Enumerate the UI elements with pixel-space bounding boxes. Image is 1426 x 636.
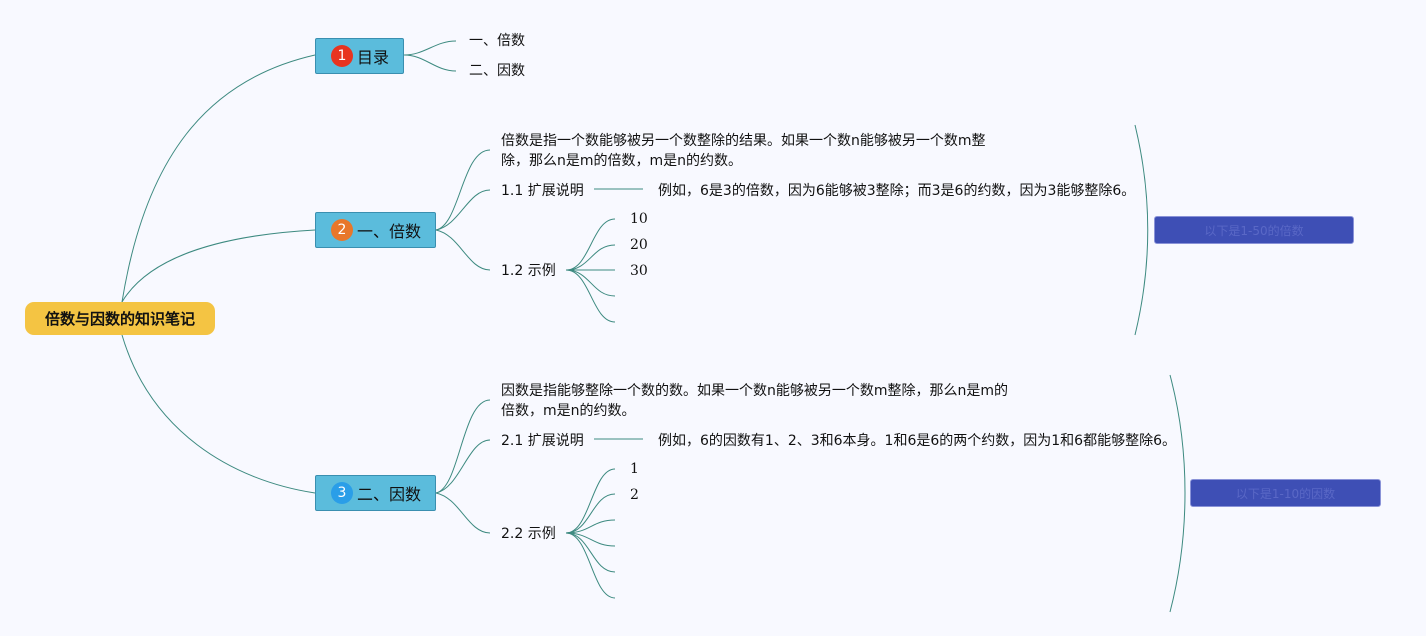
connector-factor-example-3: [565, 519, 616, 534]
multiples-extension-text[interactable]: 例如，6是3的倍数，因为6能够被3整除；而3是6的约数，因为3能够整除6。: [658, 183, 1136, 199]
connector-multiple-example-2: [565, 244, 616, 271]
connector-toc-2: [403, 54, 457, 72]
factors-extension-label[interactable]: 2.1 扩展说明: [501, 433, 584, 449]
multiples-example-item[interactable]: 10: [630, 211, 648, 227]
connector-root-to-topic-1: [121, 54, 316, 303]
connector-root-to-topic-2: [121, 229, 316, 303]
connector-multiple-example-5: [565, 269, 616, 323]
definition-line: 因数是指能够整除一个数的数。如果一个数n能够被另一个数m整除，那么n是m的: [501, 383, 1009, 399]
factors-example-item[interactable]: 2: [630, 487, 639, 503]
toc-item-multiples[interactable]: 一、倍数: [469, 33, 525, 49]
topic-table-of-contents[interactable]: 1 目录: [315, 38, 404, 74]
connector-multiple-extension: [435, 189, 491, 231]
root-topic-label: 倍数与因数的知识笔记: [44, 310, 195, 328]
topic-multiples[interactable]: 2 一、倍数: [315, 212, 436, 248]
connector-multiple-example-4: [565, 269, 616, 297]
definition-line: 除，那么n是m的倍数，m是n的约数。: [501, 153, 743, 169]
summary-bracket-multiples: [1134, 124, 1149, 336]
connector-multiple-examples: [435, 229, 491, 271]
topic-label: 目录: [357, 48, 390, 67]
multiples-definition[interactable]: 倍数是指一个数能够被另一个数整除的结果。如果一个数n能够被另一个数m整 除，那么…: [501, 131, 986, 171]
factors-examples-label[interactable]: 2.2 示例: [501, 526, 556, 542]
topic-label: 一、倍数: [357, 222, 422, 241]
connector-factor-example-2: [565, 493, 616, 534]
connector-factor-example-5: [565, 532, 616, 573]
factors-extension-text[interactable]: 例如，6的因数有1、2、3和6本身。1和6是6的两个约数，因为1和6都能够整除6…: [658, 433, 1176, 449]
factors-definition[interactable]: 因数是指能够整除一个数的数。如果一个数n能够被另一个数m整除，那么n是m的 倍数…: [501, 381, 1008, 421]
root-topic[interactable]: 倍数与因数的知识笔记: [25, 302, 215, 335]
multiples-example-item[interactable]: 30: [630, 263, 648, 279]
connector-factor-extension: [435, 439, 491, 494]
factors-example-item[interactable]: 1: [630, 461, 639, 477]
multiples-example-item[interactable]: 20: [630, 237, 648, 253]
priority-badge-1: 1: [331, 45, 353, 67]
connector-multiple-definition: [435, 149, 491, 231]
connector-root-to-topic-3: [121, 334, 316, 494]
connector-factor-example-1: [565, 468, 616, 534]
summary-factors[interactable]: 以下是1-10的因数: [1190, 479, 1381, 507]
summary-bracket-factors: [1169, 374, 1186, 613]
connector-multiple-example-1: [565, 218, 616, 271]
topic-factors[interactable]: 3 二、因数: [315, 475, 436, 511]
definition-line: 倍数是指一个数能够被另一个数整除的结果。如果一个数n能够被另一个数m整: [501, 133, 986, 149]
definition-line: 倍数，m是n的约数。: [501, 403, 636, 419]
toc-item-factors[interactable]: 二、因数: [469, 63, 525, 79]
connector-factor-examples: [435, 492, 491, 534]
multiples-examples-label[interactable]: 1.2 示例: [501, 263, 556, 279]
multiples-extension-label[interactable]: 1.1 扩展说明: [501, 183, 584, 199]
connector-factor-example-6: [565, 532, 616, 599]
priority-badge-2: 2: [331, 219, 353, 241]
connector-toc-1: [403, 40, 457, 56]
connector-factor-definition: [435, 399, 491, 494]
summary-multiples[interactable]: 以下是1-50的倍数: [1154, 216, 1354, 244]
priority-badge-3: 3: [331, 482, 353, 504]
topic-label: 二、因数: [357, 485, 422, 504]
